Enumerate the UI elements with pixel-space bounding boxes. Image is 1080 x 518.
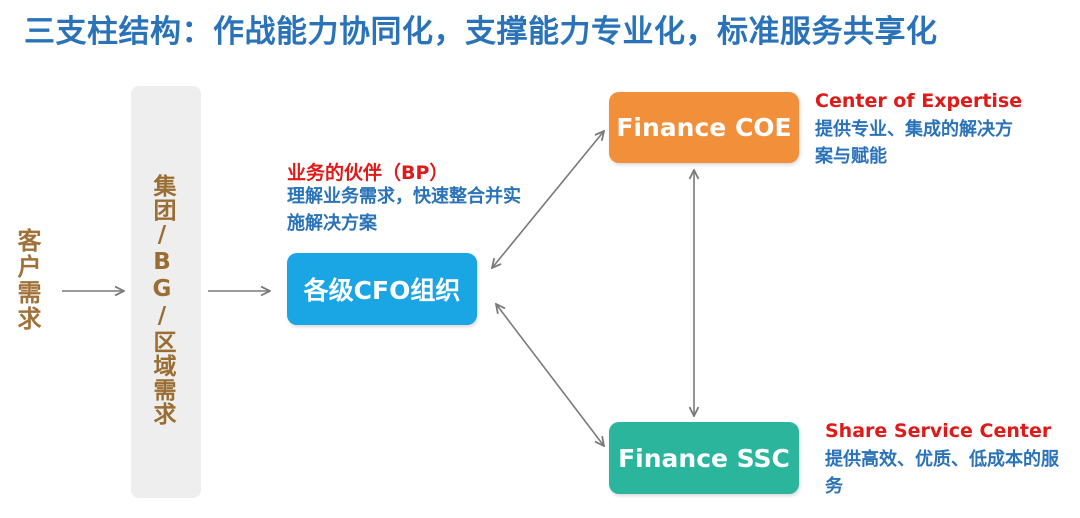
cfo-box: 各级CFO组织 xyxy=(287,253,477,325)
bp-role-title: 业务的伙伴（BP） xyxy=(287,162,449,184)
coe-box: Finance COE xyxy=(609,92,799,163)
coe-role-title: Center of Expertise xyxy=(815,90,1023,112)
group-demand-label: 集团/BG/区域需求 xyxy=(149,174,175,426)
ssc-role-title: Share Service Center xyxy=(825,420,1052,442)
ssc-role-desc: 提供高效、优质、低成本的服务 xyxy=(825,449,1059,497)
coe-role-desc: 提供专业、集成的解决方案与赋能 xyxy=(815,119,1013,167)
group-demand-bar xyxy=(131,86,201,498)
page-title: 三支柱结构：作战能力协同化，支撑能力专业化，标准服务共享化 xyxy=(24,14,938,50)
customer-demand-label: 客户需求 xyxy=(13,228,41,332)
bp-role-desc: 理解业务需求，快速整合并实施解决方案 xyxy=(287,186,521,234)
arrow-cfo-coe xyxy=(492,131,604,268)
ssc-box: Finance SSC xyxy=(609,422,799,494)
arrow-cfo-ssc xyxy=(496,304,604,446)
